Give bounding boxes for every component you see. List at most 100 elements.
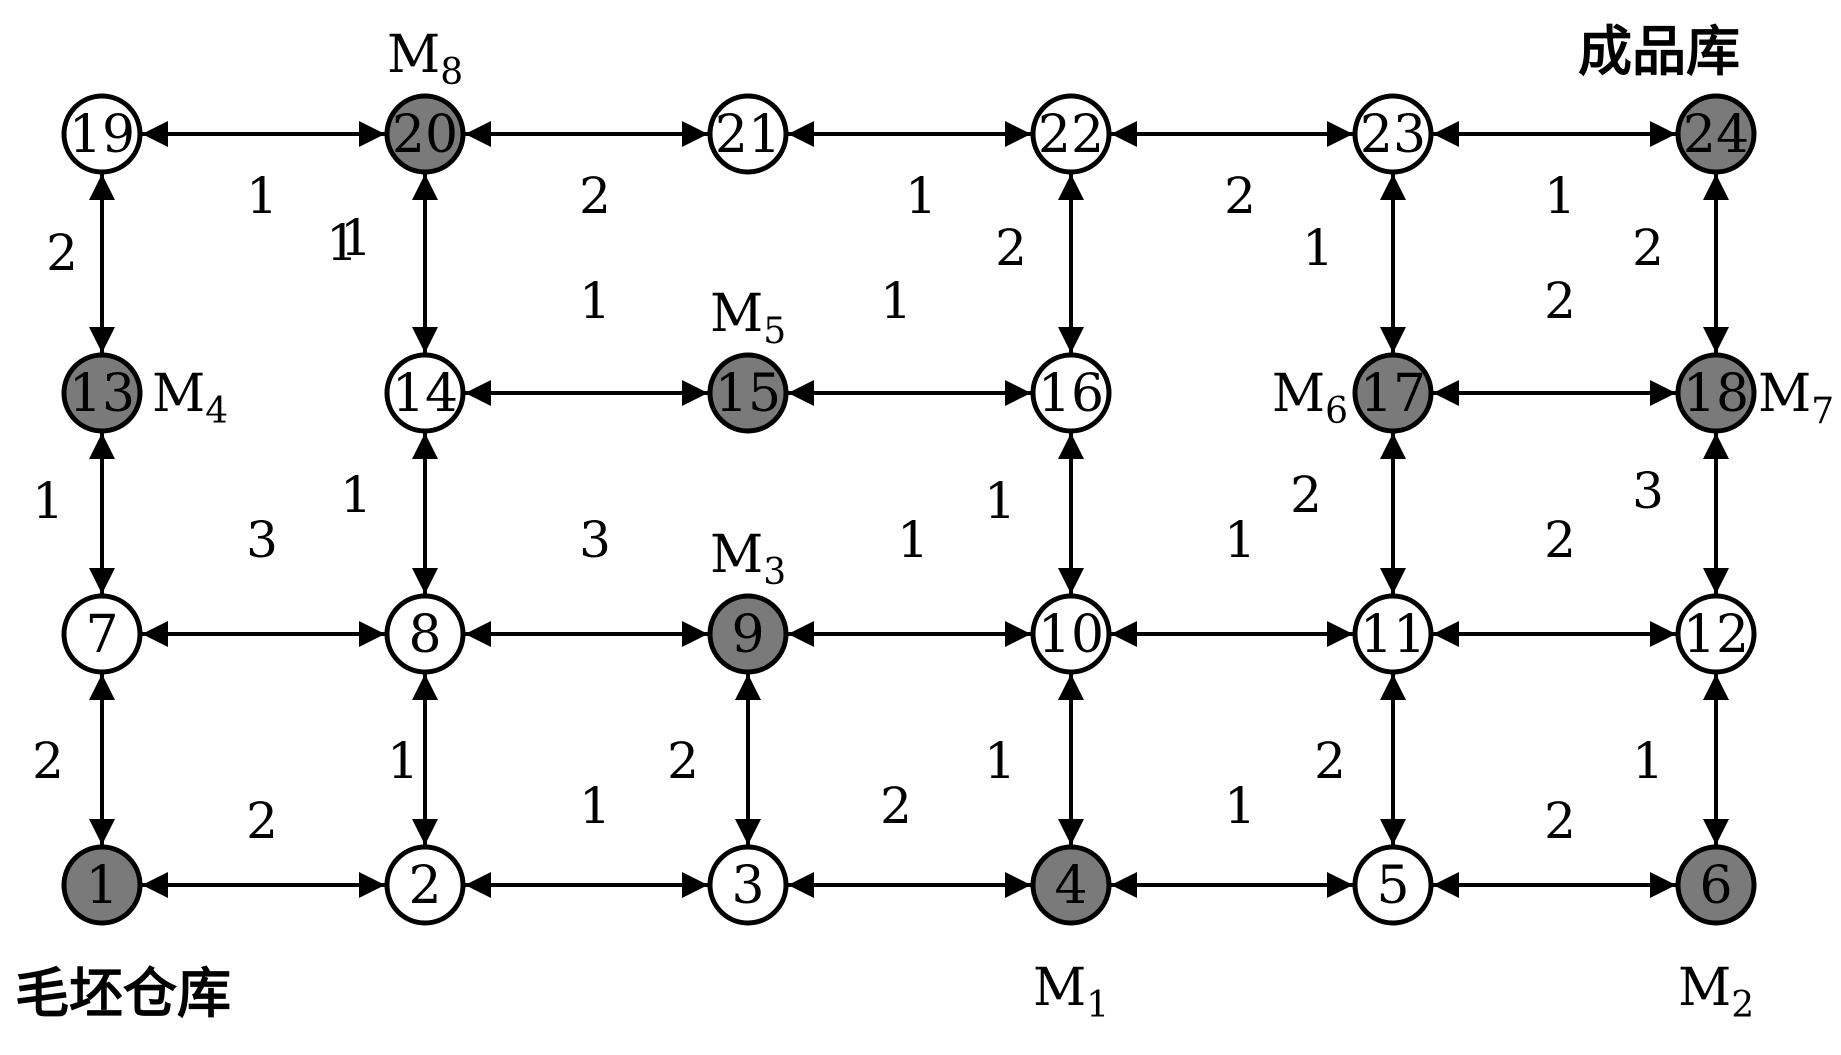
machine-label-m1: M1: [1033, 958, 1109, 1026]
edge-weight: 2: [1544, 272, 1576, 330]
edge-weight: 2: [1290, 466, 1322, 524]
node-label: 16: [1038, 364, 1104, 424]
node-label: 13: [69, 364, 135, 424]
node-circle: [707, 93, 789, 175]
node-7: 7: [61, 593, 143, 675]
node-circle: [61, 93, 143, 175]
node-15: 15: [707, 352, 789, 434]
edges-layer: [89, 121, 1729, 898]
node-circle: [1352, 593, 1434, 675]
node-label: 14: [392, 364, 458, 424]
node-label: 9: [731, 605, 764, 665]
node-circle: [384, 593, 466, 675]
node-label: 10: [1038, 605, 1104, 665]
edge-weight: 3: [246, 511, 278, 569]
node-24: 24: [1675, 93, 1757, 175]
node-label: 1: [85, 856, 118, 916]
node-5: 5: [1352, 844, 1434, 926]
edge-weight: 2: [1544, 792, 1576, 850]
machine-label-m7: M7: [1758, 364, 1834, 432]
node-circle: [1675, 844, 1757, 926]
node-label: 19: [69, 105, 135, 165]
node-label: 5: [1376, 856, 1409, 916]
node-22: 22: [1030, 93, 1112, 175]
node-19: 19: [61, 93, 143, 175]
node-18: 18: [1675, 352, 1757, 434]
node-circle: [1352, 93, 1434, 175]
node-circle: [384, 93, 466, 175]
node-label: 3: [731, 856, 764, 916]
node-circle: [1030, 593, 1112, 675]
node-label: 6: [1699, 856, 1732, 916]
edge-weight: 1: [1224, 777, 1256, 835]
node-circle: [384, 844, 466, 926]
edge-weight: 2: [246, 792, 278, 850]
node-13: 13: [61, 352, 143, 434]
node-1: 1: [61, 844, 143, 926]
edge-weight: 2: [1314, 732, 1346, 790]
node-8: 8: [384, 593, 466, 675]
node-9: 9: [707, 593, 789, 675]
edge-weight: 2: [667, 732, 699, 790]
node-circle: [1030, 352, 1112, 434]
edge-weight: 2: [1632, 219, 1664, 277]
node-21: 21: [707, 93, 789, 175]
raw-warehouse-label: 毛坯仓库: [15, 962, 231, 1025]
node-circle: [707, 844, 789, 926]
node-circle: [1675, 93, 1757, 175]
node-circle: [707, 352, 789, 434]
node-label: 22: [1038, 105, 1104, 165]
node-label: 11: [1360, 605, 1426, 665]
node-23: 23: [1352, 93, 1434, 175]
node-label: 21: [715, 105, 781, 165]
node-circle: [1030, 93, 1112, 175]
edge-weight: 3: [1632, 462, 1664, 520]
node-14: 14: [384, 352, 466, 434]
node-12: 12: [1675, 593, 1757, 675]
node-label: 4: [1054, 856, 1087, 916]
node-4: 4: [1030, 844, 1112, 926]
edge-weight: 1: [579, 777, 611, 835]
edge-weight: 1: [1224, 511, 1256, 569]
edge-weight: 1: [32, 472, 64, 530]
node-label: 2: [408, 856, 441, 916]
edge-weight: 1: [326, 214, 358, 272]
machine-label-m6: M6: [1272, 364, 1348, 432]
node-10: 10: [1030, 593, 1112, 675]
machine-label-m2: M2: [1678, 958, 1754, 1026]
machine-label-m8: M8: [387, 25, 463, 93]
machine-label-m3: M3: [710, 525, 786, 593]
node-16: 16: [1030, 352, 1112, 434]
node-circle: [1352, 352, 1434, 434]
node-6: 6: [1675, 844, 1757, 926]
edge-weight: 2: [995, 219, 1027, 277]
edge-weight: 1: [340, 209, 372, 267]
node-label: 7: [85, 605, 118, 665]
edge-weight: 1: [246, 167, 278, 225]
node-label: 8: [408, 605, 441, 665]
node-label: 17: [1360, 364, 1426, 424]
edge-weight: 1: [1632, 732, 1664, 790]
node-circle: [61, 593, 143, 675]
node-11: 11: [1352, 593, 1434, 675]
edge-weight: 2: [579, 167, 611, 225]
edge-weight: 1: [905, 167, 937, 225]
node-circle: [1030, 844, 1112, 926]
node-circle: [61, 352, 143, 434]
edge-weight: 1: [880, 272, 912, 330]
edge-weight: 2: [1224, 167, 1256, 225]
edge-weight: 2: [46, 224, 78, 282]
node-label: 23: [1360, 105, 1426, 165]
node-circle: [1675, 593, 1757, 675]
node-label: 20: [392, 105, 458, 165]
node-2: 2: [384, 844, 466, 926]
edge-weight: 1: [579, 272, 611, 330]
node-17: 17: [1352, 352, 1434, 434]
edge-weight: 1: [340, 466, 372, 524]
machine-label-m5: M5: [710, 284, 786, 352]
node-circle: [384, 352, 466, 434]
